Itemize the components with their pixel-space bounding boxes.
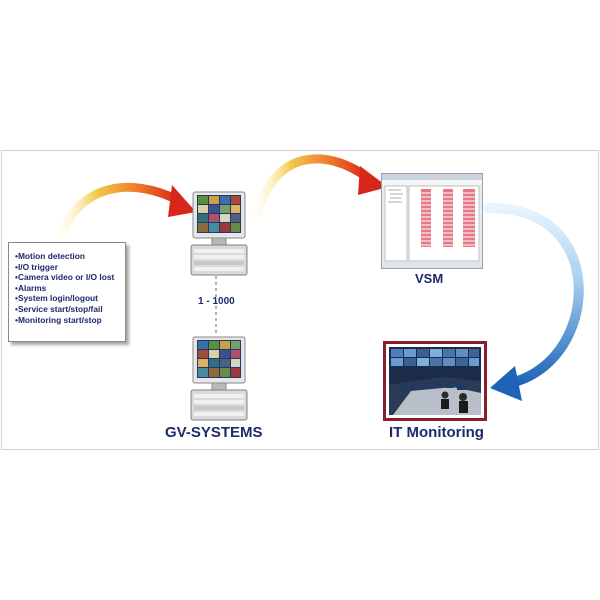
event-type-item: System login/logout	[15, 293, 125, 304]
event-type-item: Monitoring start/stop	[15, 315, 125, 326]
vsm-label: VSM	[415, 271, 444, 286]
arrow-vsm-to-it	[483, 202, 584, 401]
arrow-gv-to-vsm	[253, 154, 388, 217]
connection-count-label: 1 - 1000	[198, 296, 235, 307]
arrow-events-to-gv	[57, 183, 196, 237]
gv-systems-label: GV-SYSTEMS	[165, 424, 263, 441]
control-room-photo	[383, 341, 487, 421]
vsm-software-window-icon	[381, 173, 483, 269]
event-types-list: Motion detection I/O trigger Camera vide…	[9, 243, 125, 325]
event-types-box: Motion detection I/O trigger Camera vide…	[8, 242, 126, 342]
event-type-item: Camera video or I/O lost	[15, 272, 125, 283]
event-type-item: Service start/stop/fail	[15, 304, 125, 315]
event-type-item: Motion detection	[15, 251, 125, 262]
event-type-item: I/O trigger	[15, 262, 125, 273]
it-monitoring-label: IT Monitoring	[389, 424, 484, 441]
surveillance-pc-icon	[190, 336, 248, 421]
event-type-item: Alarms	[15, 283, 125, 294]
surveillance-pc-icon	[190, 191, 248, 276]
